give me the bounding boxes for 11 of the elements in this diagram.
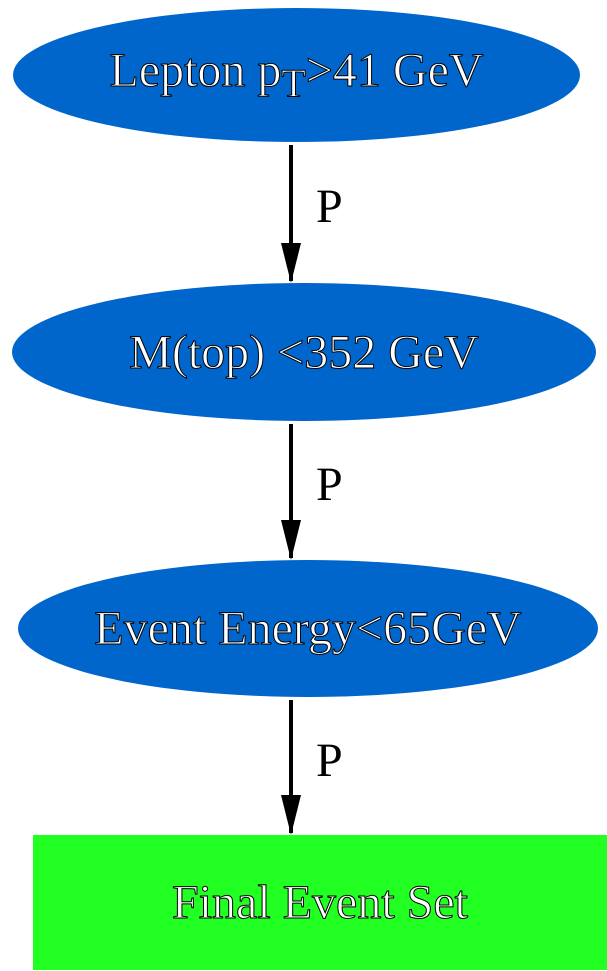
arrow — [281, 700, 301, 835]
node-text: M(top) <352 GeV — [129, 324, 479, 380]
process-box — [33, 835, 607, 970]
node-text: Event Energy<65GeV — [94, 601, 522, 656]
arrow — [281, 145, 301, 283]
arrow — [281, 424, 301, 560]
node-text: Final Event Set — [172, 875, 468, 930]
condition-ellipse — [12, 283, 596, 421]
condition-ellipse — [13, 8, 580, 142]
condition-ellipse — [18, 560, 598, 697]
node-text: Lepton p$_{T}$>41 GeV — [109, 43, 484, 107]
